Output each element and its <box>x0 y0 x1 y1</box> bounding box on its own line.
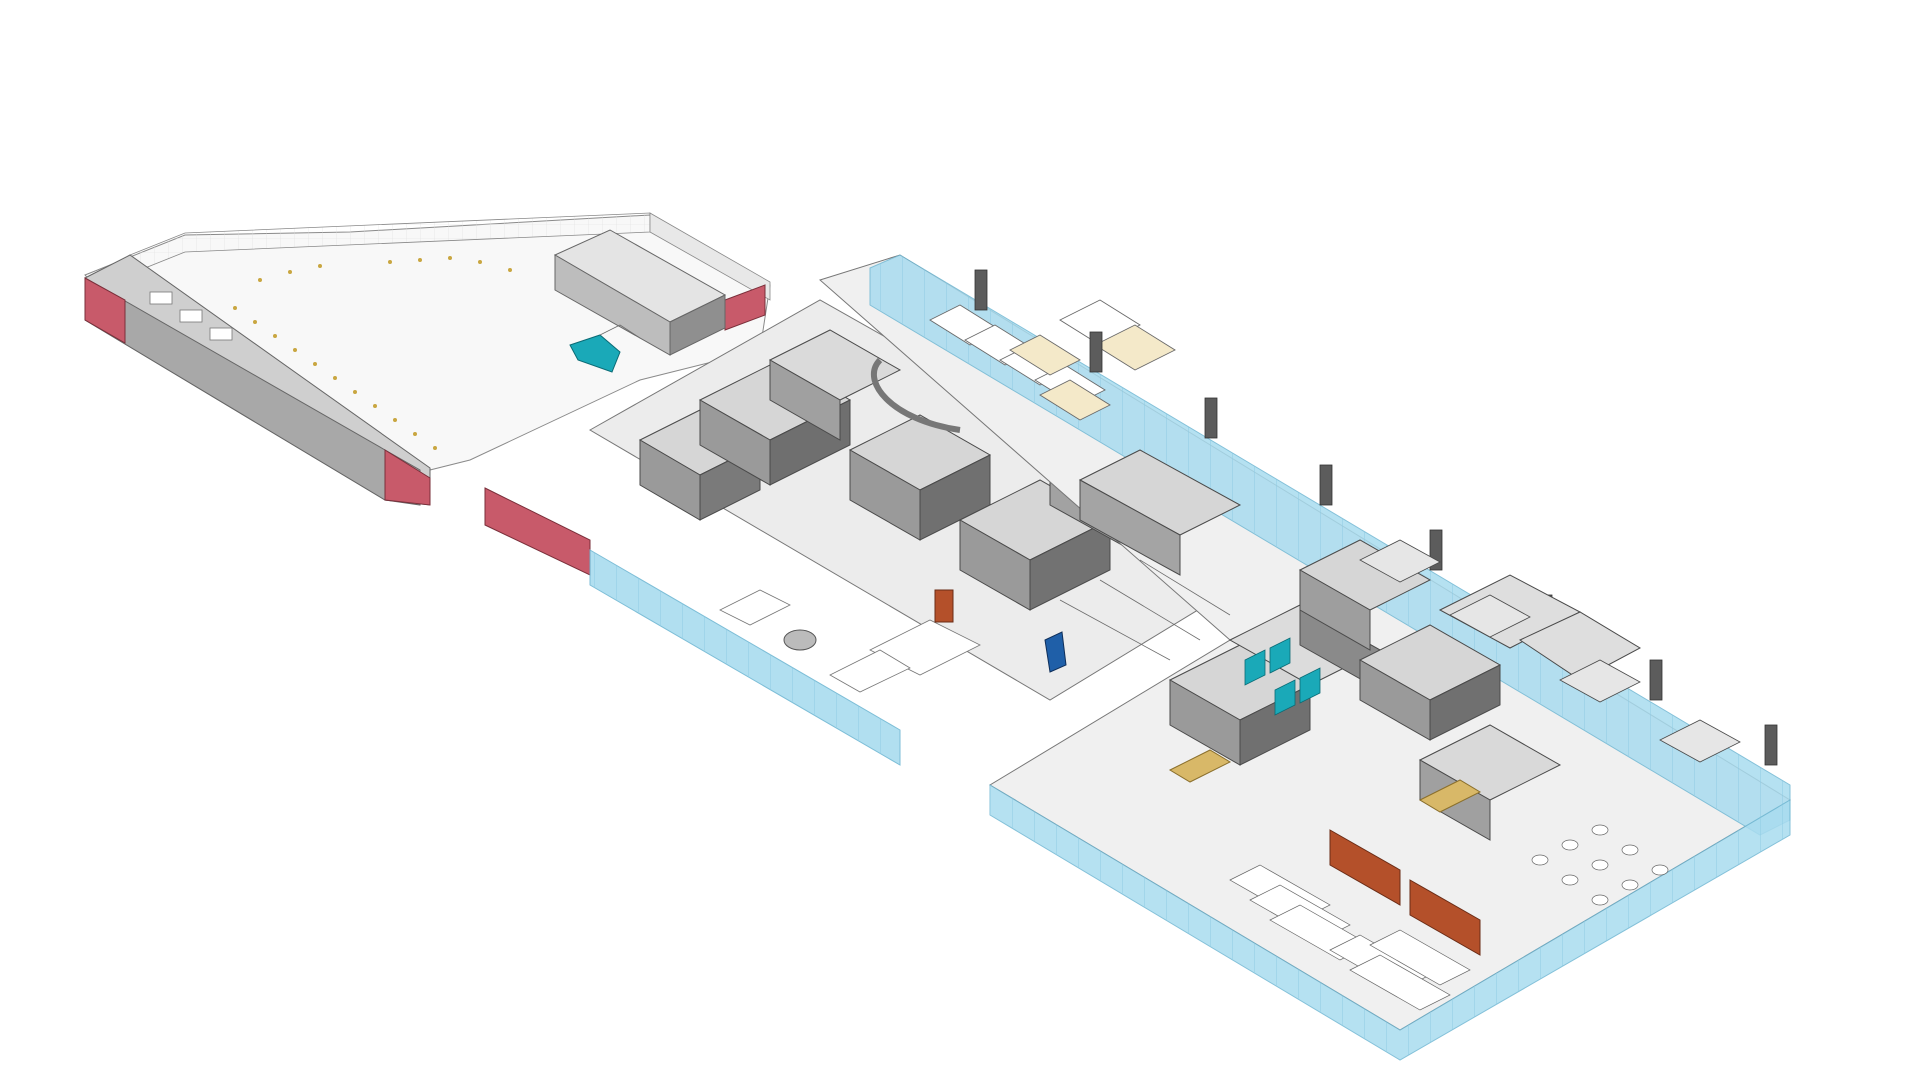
north-meeting-pods <box>1359 539 1741 763</box>
library-curved-desk <box>871 357 961 433</box>
cafe-seating <box>1531 824 1669 906</box>
library-shelving <box>929 299 1176 421</box>
circulation-lines <box>1059 559 1231 661</box>
terrace-rail <box>599 324 641 339</box>
red-cladding-1 <box>84 277 126 344</box>
south-glazing-mullions <box>990 785 1790 1060</box>
terrace-planters <box>149 291 233 341</box>
open-plan-desks <box>1229 864 1471 1011</box>
terrace-right-parapet <box>649 212 771 301</box>
lab-wing-glazing-mullions <box>590 550 900 765</box>
wood-panel-1 <box>1329 829 1401 906</box>
office-rooms <box>1078 449 1642 841</box>
gold-counter-2 <box>1168 749 1232 783</box>
main-office-floor <box>819 254 1791 1061</box>
terrace-light-dots <box>233 256 512 450</box>
wood-panel-2 <box>1409 879 1481 956</box>
lab-round-table <box>783 629 817 651</box>
roof-terrace <box>84 212 771 576</box>
teal-booths <box>1244 637 1321 716</box>
lab-wing <box>588 299 1281 766</box>
gold-counter <box>1418 779 1482 813</box>
red-cladding-2 <box>384 449 431 506</box>
lab-equipment <box>719 589 981 693</box>
terrace-blue-stair <box>569 334 621 373</box>
lab-orange-cylinder <box>934 589 954 623</box>
lab-blue-panel <box>1044 631 1067 673</box>
plant-room-block <box>553 229 727 356</box>
red-cladding-3 <box>484 487 591 576</box>
